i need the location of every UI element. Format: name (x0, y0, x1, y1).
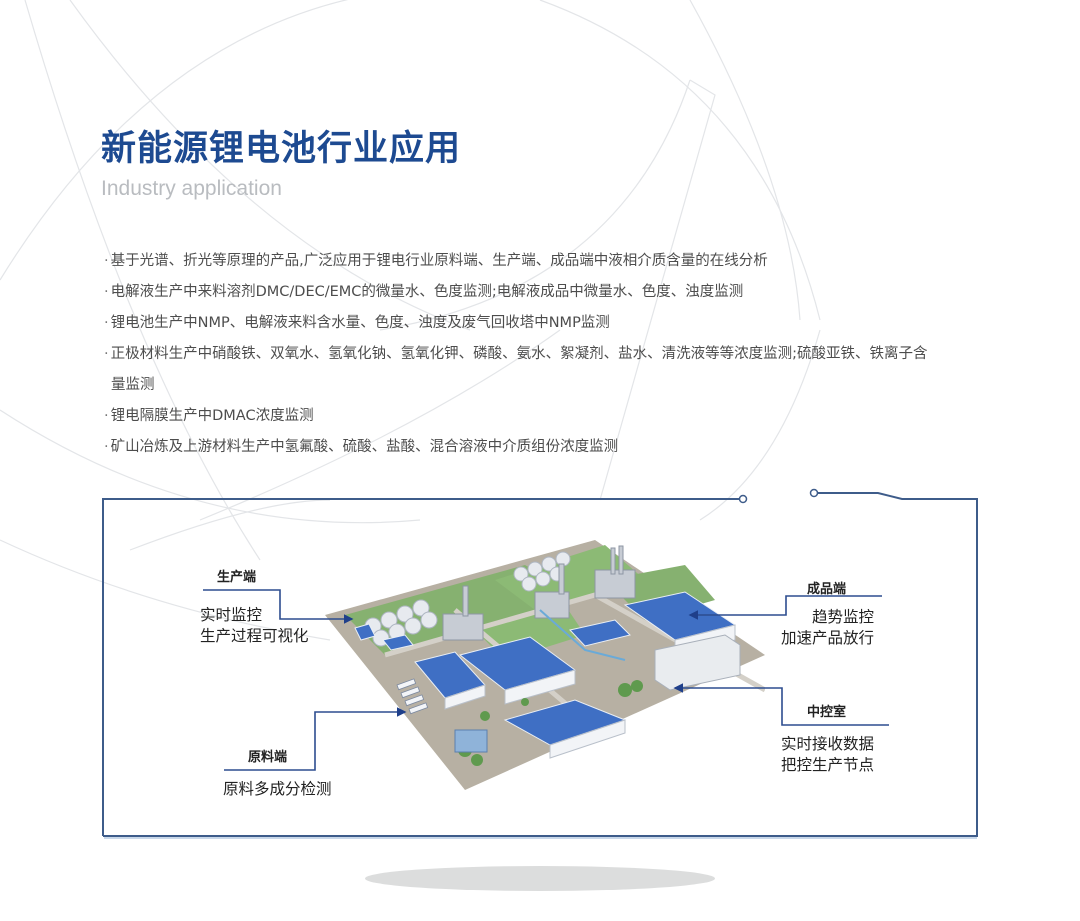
application-bullet-list: ·基于光谱、折光等原理的产品,广泛应用于锂电行业原料端、生产端、成品端中液相介质… (104, 246, 984, 463)
bullet-marker: · (104, 253, 109, 269)
callout-raw-material-desc: 原料多成分检测 (223, 779, 332, 800)
bullet-item: ·基于光谱、折光等原理的产品,广泛应用于锂电行业原料端、生产端、成品端中液相介质… (104, 246, 984, 277)
page-title: 新能源锂电池行业应用 (101, 129, 462, 169)
bullet-text: 矿山冶炼及上游材料生产中氢氟酸、硫酸、盐酸、混合溶液中介质组份浓度监测 (110, 439, 619, 455)
bullet-marker: · (104, 346, 109, 362)
bullet-text: 基于光谱、折光等原理的产品,广泛应用于锂电行业原料端、生产端、成品端中液相介质含… (110, 253, 768, 269)
callout-raw-material-heading: 原料端 (248, 750, 288, 765)
decorative-shadow-ellipse (365, 866, 715, 891)
callout-line: 实时监控 (200, 606, 263, 624)
callout-line: 趋势监控 (811, 608, 874, 626)
factory-aerial-illustration (325, 540, 765, 790)
callout-finished-heading: 成品端 (807, 582, 847, 597)
bullet-marker: · (104, 439, 109, 455)
bullet-marker: · (104, 408, 109, 424)
callout-line: 原料多成分检测 (223, 780, 332, 798)
bullet-text: 电解液生产中来料溶剂DMC/DEC/EMC的微量水、色度监测;电解液成品中微量水… (110, 284, 744, 300)
callout-line: 生产过程可视化 (200, 627, 309, 645)
callout-line: 把控生产节点 (781, 756, 875, 774)
callout-control-room-heading: 中控室 (807, 705, 847, 720)
bullet-item: ·锂电隔膜生产中DMAC浓度监测 (104, 401, 984, 432)
bullet-marker: · (104, 284, 109, 300)
callout-production-heading: 生产端 (217, 570, 257, 585)
callout-production-desc: 实时监控 生产过程可视化 (200, 605, 309, 647)
bullet-item: ·矿山冶炼及上游材料生产中氢氟酸、硫酸、盐酸、混合溶液中介质组份浓度监测 (104, 432, 984, 463)
callout-line: 实时接收数据 (781, 735, 875, 753)
bullet-item: ·锂电池生产中NMP、电解液来料含水量、色度、浊度及废气回收塔中NMP监测 (104, 308, 984, 339)
bullet-continuation: 量监测 (111, 377, 155, 393)
bullet-text: 锂电隔膜生产中DMAC浓度监测 (110, 408, 314, 424)
bullet-item: ·电解液生产中来料溶剂DMC/DEC/EMC的微量水、色度监测;电解液成品中微量… (104, 277, 984, 308)
bullet-text: 正极材料生产中硝酸铁、双氧水、氢氧化钠、氢氧化钾、磷酸、氨水、絮凝剂、盐水、清洗… (110, 346, 928, 362)
bullet-text: 锂电池生产中NMP、电解液来料含水量、色度、浊度及废气回收塔中NMP监测 (110, 315, 610, 331)
bullet-item: ·正极材料生产中硝酸铁、双氧水、氢氧化钠、氢氧化钾、磷酸、氨水、絮凝剂、盐水、清… (104, 339, 984, 401)
callout-control-room-desc: 实时接收数据 把控生产节点 (781, 734, 874, 776)
callout-finished-desc: 趋势监控 加速产品放行 (770, 607, 874, 649)
bullet-marker: · (104, 315, 109, 331)
callout-line: 加速产品放行 (780, 629, 874, 647)
page-subtitle: Industry application (101, 177, 282, 200)
